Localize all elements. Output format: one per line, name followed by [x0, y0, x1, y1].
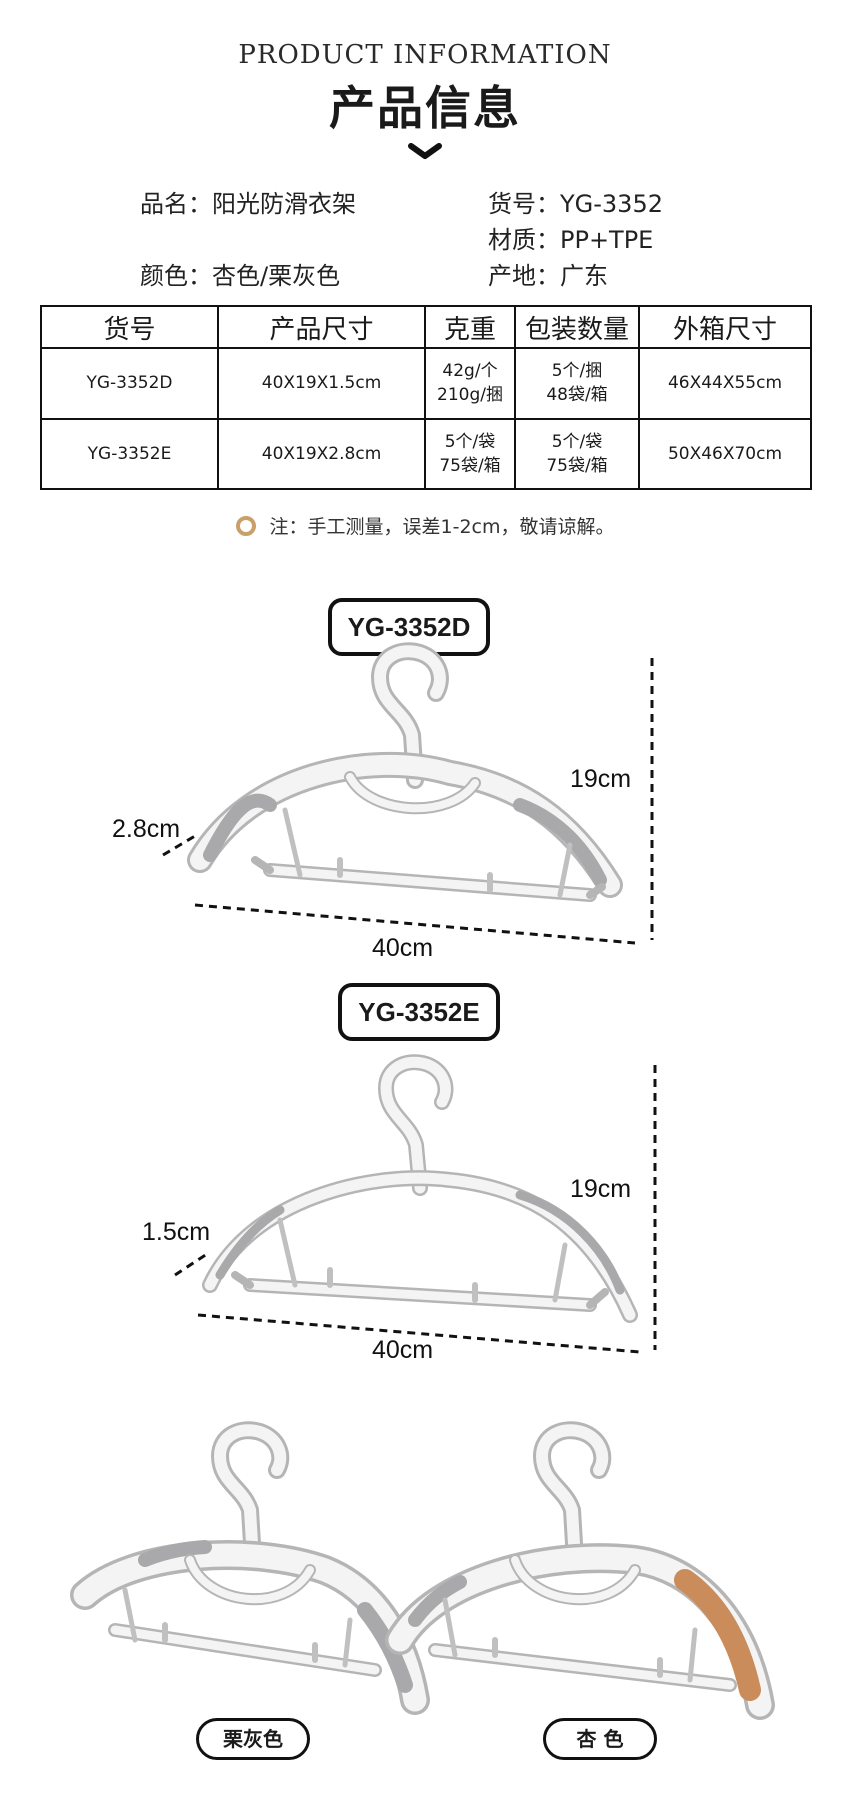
origin: 产地：广东 [488, 262, 608, 290]
hanger-apricot-illustration [385, 1421, 775, 1720]
header-weight: 克重 [424, 305, 516, 349]
cell-weight: 42g/个 210g/捆 [424, 347, 516, 420]
chevron-down-icon [408, 143, 442, 159]
cell-item-no: YG-3352D [40, 347, 219, 420]
cell-carton-size: 46X44X55cm [638, 347, 812, 420]
chinese-title: 产品信息 [329, 81, 521, 135]
hanger-e-illustration [202, 1054, 638, 1323]
cell-line: 210g/捆 [437, 385, 503, 406]
product-name: 品名：阳光防滑衣架 [140, 190, 356, 218]
cell-line: 5个/袋 [444, 431, 496, 452]
cell-line: 5个/袋 [551, 431, 603, 452]
material: 材质：PP+TPE [488, 226, 654, 254]
table-header-row: 货号 产品尺寸 克重 包装数量 外箱尺寸 [40, 305, 812, 349]
color-option-apricot[interactable]: 杏 色 [543, 1718, 657, 1760]
cell-size: 40X19X1.5cm [217, 347, 426, 420]
cell-line: 5个/捆 [551, 361, 603, 382]
header-item-no: 货号 [40, 305, 219, 349]
header-size: 产品尺寸 [217, 305, 426, 349]
table-row: YG-3352E 40X19X2.8cm 5个/袋 75袋/箱 5个/袋 75袋/箱… [40, 417, 812, 490]
height-label-d: 19cm [570, 765, 632, 793]
note-text: 注：手工测量，误差1-2cm，敬请谅解。 [269, 516, 615, 538]
cell-pack-qty: 5个/袋 75袋/箱 [514, 417, 640, 490]
color-option-gray[interactable]: 栗灰色 [196, 1718, 310, 1760]
cell-size: 40X19X2.8cm [217, 417, 426, 490]
header-carton-size: 外箱尺寸 [638, 305, 812, 349]
table-row: YG-3352D 40X19X1.5cm 42g/个 210g/捆 5个/捆 48袋… [40, 347, 812, 420]
model-label-d: YG-3352D [328, 598, 490, 656]
cell-pack-qty: 5个/捆 48袋/箱 [514, 347, 640, 420]
spec-table: 货号 产品尺寸 克重 包装数量 外箱尺寸 YG-3352D 40X19X1.5c… [40, 305, 812, 490]
cell-line: 42g/个 [442, 361, 498, 382]
measurement-note: 注：手工测量，误差1-2cm，敬请谅解。 [0, 512, 850, 539]
item-number: 货号：YG-3352 [488, 190, 663, 218]
width-label-e: 40cm [372, 1336, 434, 1364]
hanger-gray-illustration [70, 1421, 430, 1715]
cell-line: 48袋/箱 [546, 385, 608, 406]
thickness-label-d: 2.8cm [112, 815, 181, 843]
product-color: 颜色：杏色/栗灰色 [140, 262, 341, 290]
cell-item-no: YG-3352E [40, 417, 219, 490]
thickness-label-e: 1.5cm [142, 1218, 211, 1246]
hanger-d-illustration [187, 642, 623, 902]
cell-line: 75袋/箱 [546, 455, 608, 476]
header-pack-qty: 包装数量 [514, 305, 640, 349]
model-label-e: YG-3352E [338, 983, 500, 1041]
cell-weight: 5个/袋 75袋/箱 [424, 417, 516, 490]
height-label-e: 19cm [570, 1175, 632, 1203]
cell-carton-size: 50X46X70cm [638, 417, 812, 490]
english-title: PRODUCT INFORMATION [238, 40, 612, 70]
width-label-d: 40cm [372, 934, 434, 962]
note-dot-icon [235, 516, 256, 536]
cell-line: 75袋/箱 [439, 455, 501, 476]
